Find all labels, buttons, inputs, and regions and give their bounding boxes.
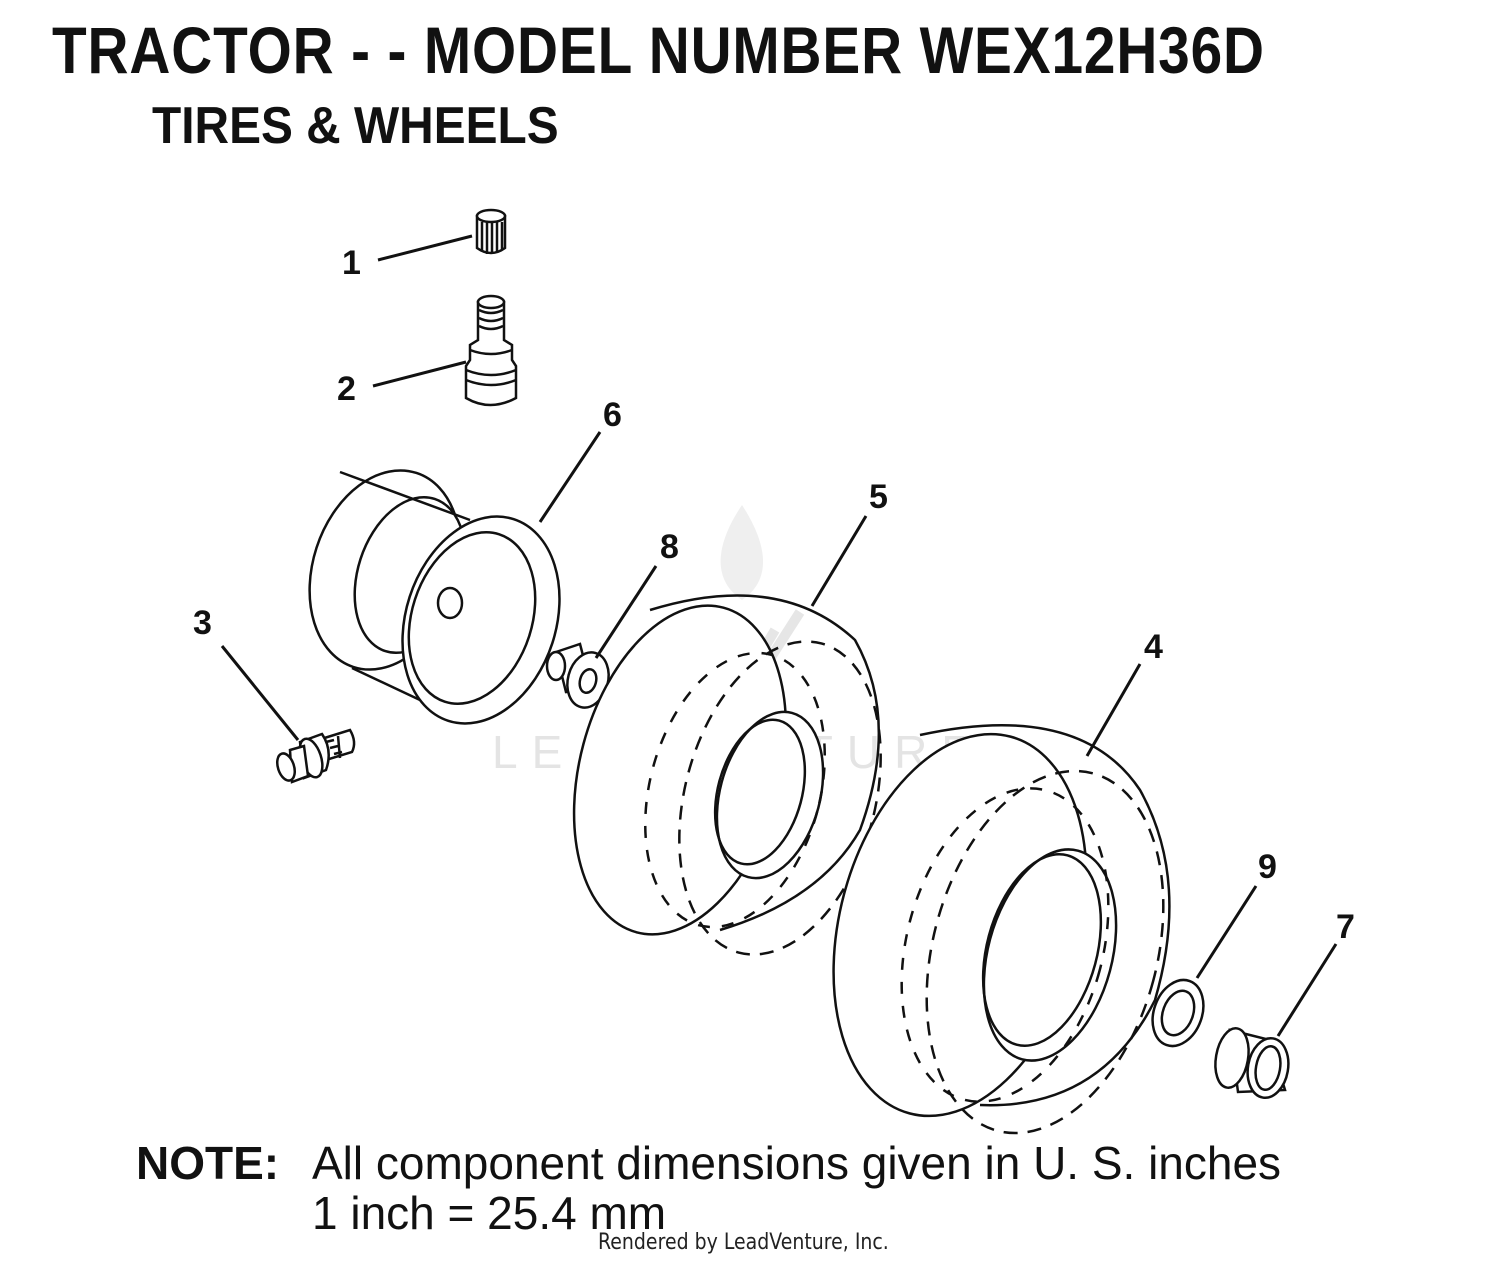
callout-9: 9 bbox=[1258, 848, 1277, 886]
callout-3: 3 bbox=[193, 604, 212, 642]
footer-credit: Rendered by LeadVenture, Inc. bbox=[598, 1230, 889, 1255]
callout-5: 5 bbox=[869, 478, 888, 516]
callout-1: 1 bbox=[342, 244, 361, 282]
valve-stem-icon bbox=[464, 294, 518, 407]
grease-fitting-icon bbox=[275, 728, 356, 784]
note-line1: All component dimensions given in U. S. … bbox=[312, 1137, 1282, 1189]
tire-icon-part-4 bbox=[832, 723, 1171, 1135]
washer-icon bbox=[1151, 978, 1205, 1048]
rim-icon bbox=[308, 469, 561, 725]
leader-lines bbox=[220, 234, 1338, 1037]
page-title: TRACTOR - - MODEL NUMBER WEX12H36D bbox=[52, 13, 1265, 87]
page-subtitle: TIRES & WHEELS bbox=[152, 97, 559, 155]
callout-7: 7 bbox=[1336, 908, 1355, 946]
valve-cap-icon bbox=[475, 208, 507, 255]
tire-icon-part-5 bbox=[572, 594, 882, 956]
note: NOTE: All component dimensions given in U… bbox=[136, 1136, 1281, 1190]
callout-8: 8 bbox=[660, 528, 679, 566]
callout-4: 4 bbox=[1144, 628, 1163, 666]
note-label: NOTE: bbox=[136, 1137, 280, 1189]
callout-6: 6 bbox=[603, 396, 622, 434]
bushing-icon bbox=[1214, 1027, 1290, 1099]
flange-bushing-icon bbox=[545, 642, 610, 709]
note-line2: 1 inch = 25.4 mm bbox=[312, 1187, 667, 1239]
callout-2: 2 bbox=[337, 370, 356, 408]
